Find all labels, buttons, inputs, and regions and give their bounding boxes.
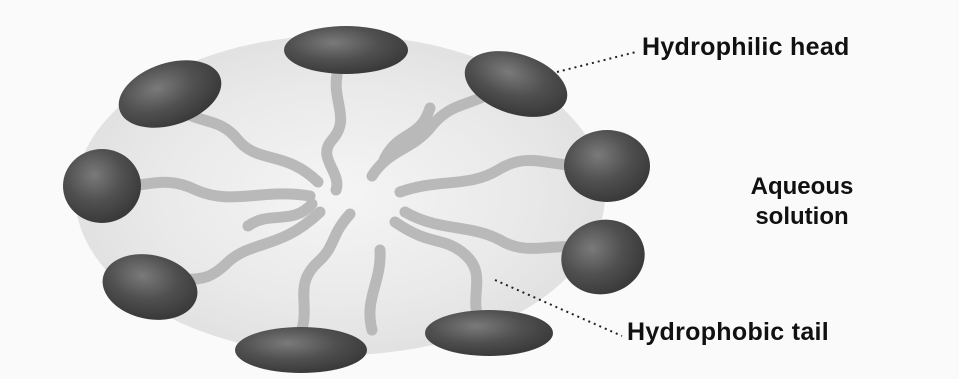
hydrophilic-head-3 (564, 130, 650, 202)
hydrophilic-head-1 (284, 26, 408, 74)
hydrophilic-head-8 (63, 149, 141, 223)
hydrophilic-head-label: Hydrophilic head (642, 33, 850, 62)
aqueous-line-2: solution (712, 202, 892, 232)
aqueous-line-1: Aqueous (712, 172, 892, 202)
hydrophilic-head-5 (425, 310, 553, 356)
hydrophilic-head-6 (235, 327, 367, 373)
aqueous-solution-label: Aqueous solution (712, 172, 892, 232)
leader-line-head (557, 52, 636, 72)
hydrophobic-tail-label: Hydrophobic tail (627, 318, 829, 347)
